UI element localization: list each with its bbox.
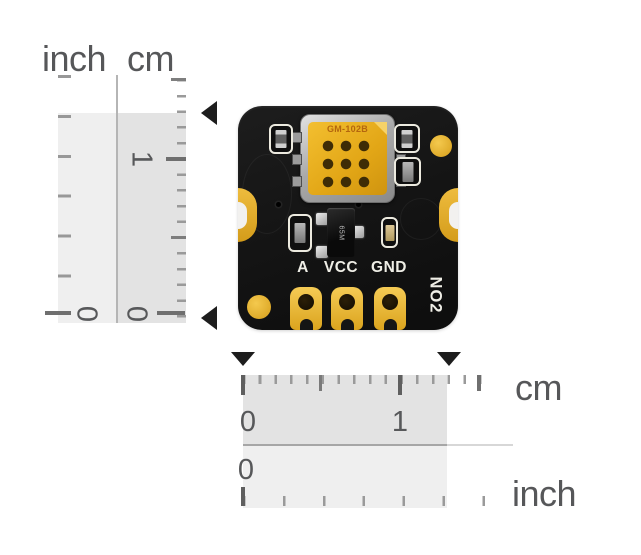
transistor-leg [316,246,328,258]
pcb-via [276,202,281,207]
horizontal-ruler-inch-unit-label: inch [512,473,577,514]
solder-pad-a [290,287,322,330]
smd-outline-top-left [269,124,293,154]
no2-sensor-pcb: GM-102B 65M [238,106,458,330]
horizontal-ruler-1p5cm-tick [477,375,481,391]
gold-pad-top-right [430,135,452,157]
vertical-ruler-half-cm-tick [171,236,186,239]
width-marker-right-triangle-icon [437,352,461,366]
vertical-ruler-cm-zero-tick [157,311,185,315]
vertical-ruler-cm-one-label: 1 [125,150,158,168]
vertical-ruler-cm-highlight [116,113,186,323]
vertical-ruler-divider [116,75,118,323]
width-marker-left-triangle-icon [231,352,255,366]
pad-hole [339,294,355,310]
horizontal-ruler-inch-zero-label: 0 [237,454,255,486]
horizontal-ruler-half-cm-tick [319,375,322,391]
smd-capacitor [294,223,306,243]
solder-pad-gnd [374,287,406,330]
sensor-pin [292,154,302,165]
vertical-ruler-1p5cm-tick [171,78,186,81]
sensor-corner-fold [374,122,387,135]
horizontal-ruler-divider-extension [447,444,513,446]
horizontal-ruler-cm-one-label: 1 [391,406,409,438]
transistor-leg [352,226,364,238]
gold-pad-bottom-left [247,295,271,319]
horizontal-ruler-cm-tick-strip [243,375,482,384]
vertical-ruler-cm-zero-label: 0 [120,305,153,323]
transistor-leg [316,213,328,225]
pad-notch [299,319,313,330]
horizontal-ruler-cm-zero-label: 0 [239,406,257,438]
vertical-ruler-cm-unit-label: cm [127,38,175,79]
horizontal-ruler-cm-highlight [243,375,447,444]
sot23-transistor: 65M [327,208,355,257]
horizontal-ruler-inch-tick-strip [243,496,485,506]
vertical-ruler-inch-unit-label: inch [42,38,107,79]
pcb-via [356,202,361,207]
left-notch-cutout [238,201,247,229]
solder-pad-vcc [331,287,363,330]
smd-outline-top-right-2 [394,157,421,186]
vertical-ruler-cm-tick-strip [177,79,186,318]
horizontal-ruler-cm-zero-tick [241,375,245,395]
pad-notch [383,319,397,330]
gas-sensor-can: GM-102B [300,114,395,203]
transistor-marking: 65M [337,224,345,241]
smd-resistor [401,129,413,148]
horizontal-ruler-divider [243,444,447,446]
gas-sensor-top: GM-102B [308,122,387,195]
smd-resistor [275,130,287,148]
pin-label-gnd: GND [371,259,407,276]
horizontal-ruler-inch-zero-tick [241,487,245,506]
smd-outline-mid-right [381,217,398,248]
smd-outline-top-right-1 [394,124,420,153]
smd-capacitor [402,161,413,182]
vertical-ruler-1cm-tick [166,157,186,161]
smd-component [385,224,394,241]
horizontal-ruler-1cm-tick [398,375,402,395]
pad-hole [298,294,314,310]
smd-outline-mid-left [288,214,312,252]
sensor-pin [292,176,302,187]
left-castellation-notch [238,188,257,242]
sensor-vent-holes [319,137,373,191]
pin-label-a: A [297,259,309,276]
horizontal-ruler-cm-unit-label: cm [515,367,563,408]
pad-hole [382,294,398,310]
right-castellation-notch [439,188,458,242]
height-marker-top-triangle-icon [201,101,217,125]
vertical-ruler-inch-zero-label: 0 [70,305,103,323]
vertical-ruler-inch-tick-strip [58,75,71,305]
sensor-pin [292,132,302,143]
height-marker-bottom-triangle-icon [201,306,217,330]
pin-label-vcc: VCC [323,259,359,276]
sensor-part-number: GM-102B [326,124,369,134]
vertical-ruler-inch-zero-tick [45,311,71,315]
board-name-no2: NO2 [426,276,445,314]
right-notch-cutout [449,201,458,229]
pcb-trace [400,198,442,240]
pad-notch [340,319,354,330]
